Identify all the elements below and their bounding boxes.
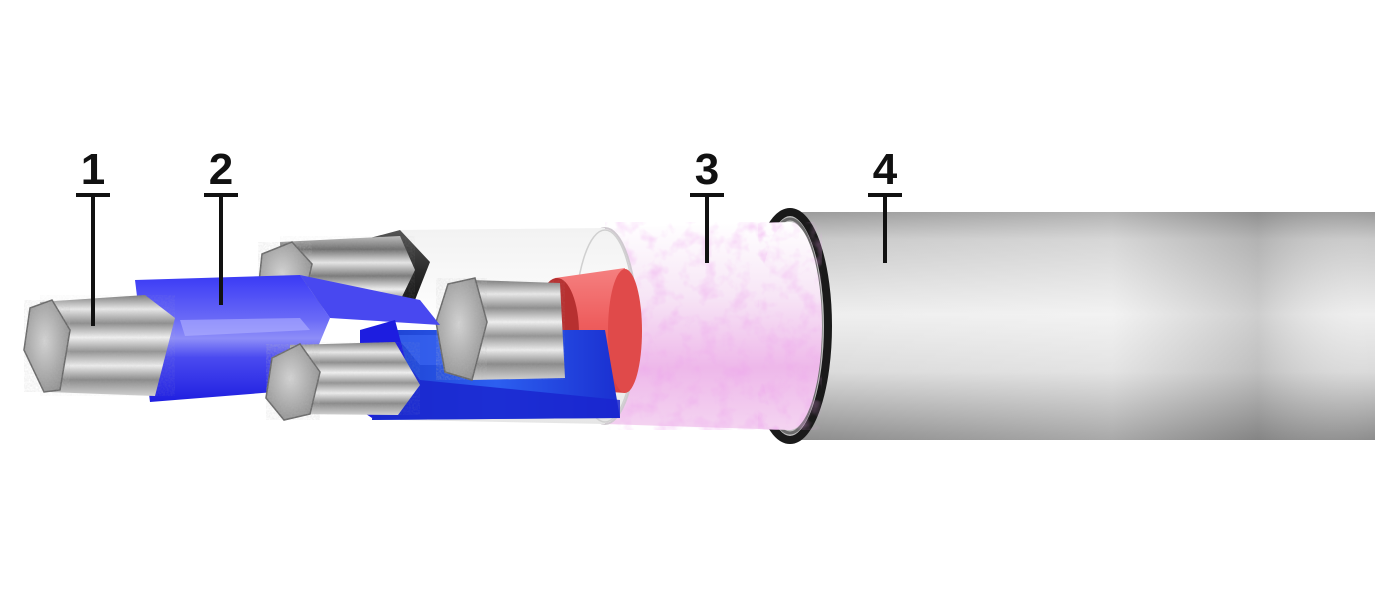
callout-line-4 xyxy=(868,193,902,263)
conductor-lower xyxy=(265,342,420,421)
callout-line-1 xyxy=(76,193,110,326)
callout-line-3 xyxy=(690,193,724,263)
callout-lines xyxy=(76,193,902,326)
callout-number-2: 2 xyxy=(208,145,234,194)
inner-wrap xyxy=(572,222,822,430)
conductor-upper-right xyxy=(435,277,565,381)
outer-sheath xyxy=(748,208,1375,444)
callout-number-4: 4 xyxy=(872,145,898,194)
callout-number-3: 3 xyxy=(694,145,720,194)
callout-number-1: 1 xyxy=(80,145,106,194)
aluminum-conductor xyxy=(23,295,175,396)
callout-line-2 xyxy=(204,193,238,305)
